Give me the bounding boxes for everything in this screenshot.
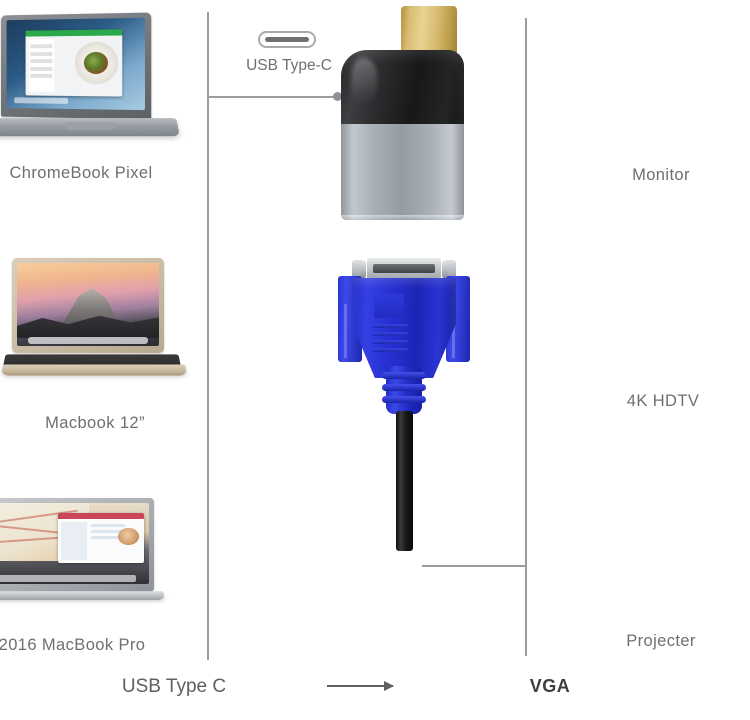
footer-source-label: USB Type C bbox=[121, 676, 227, 697]
usb-c-port-icon bbox=[258, 31, 316, 48]
usb-c-plug-tip bbox=[401, 6, 457, 59]
footer-target-label: VGA bbox=[529, 676, 571, 696]
label-chromebook-pixel: ChromeBook Pixel bbox=[9, 164, 153, 182]
macos-dock bbox=[28, 336, 148, 345]
device-projector: Projecter bbox=[550, 480, 750, 670]
macbookpro-illustration bbox=[0, 498, 178, 618]
usbc-connection-dot bbox=[333, 92, 342, 101]
label-projector: Projecter bbox=[626, 632, 696, 650]
label-macbook-12: Macbook 12” bbox=[45, 414, 145, 432]
wallpaper-ridge bbox=[17, 315, 159, 338]
macbook12-lid bbox=[12, 258, 164, 353]
arrow-right-icon bbox=[327, 681, 394, 691]
chromebook-lid bbox=[1, 12, 152, 120]
macbook12-base bbox=[0, 364, 188, 376]
window-nav bbox=[61, 521, 88, 560]
macbookpro-lid bbox=[0, 498, 154, 592]
device-4k-hdtv: 4K HDTV bbox=[550, 230, 750, 430]
vga-branch-line bbox=[422, 565, 526, 567]
vga-body bbox=[352, 278, 456, 378]
chromebook-screen bbox=[6, 17, 145, 111]
macbookpro-screen bbox=[0, 503, 149, 584]
label-macbook-pro-2016: 2016 MacBook Pro bbox=[0, 636, 146, 654]
chromebook-window bbox=[25, 29, 122, 97]
food-photo bbox=[83, 51, 109, 75]
vga-cable bbox=[396, 411, 413, 551]
device-macbook-pro-2016: 2016 MacBook Pro bbox=[0, 480, 200, 670]
device-macbook-12: Macbook 12” bbox=[0, 240, 200, 440]
device-chromebook-pixel: ChromeBook Pixel bbox=[0, 0, 190, 200]
vga-pin-right bbox=[442, 261, 448, 278]
left-divider-line bbox=[207, 12, 209, 660]
macbook12-illustration bbox=[0, 258, 194, 388]
vga-face-panel bbox=[374, 294, 404, 318]
vga-pin-left bbox=[360, 261, 366, 278]
contact-photo bbox=[118, 527, 139, 545]
window-photo bbox=[74, 41, 118, 85]
chromebook-shelf bbox=[14, 97, 69, 104]
adapter-body bbox=[341, 124, 464, 220]
label-usb-type-c-connector: USB Type-C bbox=[246, 57, 332, 74]
adapter-housing bbox=[341, 50, 464, 126]
device-monitor: Monitor bbox=[550, 0, 750, 210]
macbookpro-base bbox=[0, 591, 165, 600]
vga-dsub-shell bbox=[367, 258, 441, 280]
macos-dock bbox=[0, 575, 136, 582]
chromebook-illustration bbox=[0, 12, 187, 149]
window-sidebar bbox=[27, 39, 55, 93]
macbook12-screen bbox=[17, 263, 159, 346]
window-titlebar bbox=[25, 29, 122, 37]
foreground-window bbox=[57, 512, 145, 563]
chromebook-trackpad bbox=[65, 122, 114, 130]
label-4k-hdtv: 4K HDTV bbox=[626, 392, 700, 410]
right-divider-line bbox=[525, 18, 527, 656]
vga-connector-illustration bbox=[330, 248, 478, 551]
label-monitor: Monitor bbox=[632, 166, 690, 184]
usbc-branch-line bbox=[207, 96, 339, 98]
window-titlebar bbox=[57, 512, 145, 520]
footer-caption: USB Type C VGA bbox=[0, 676, 750, 720]
